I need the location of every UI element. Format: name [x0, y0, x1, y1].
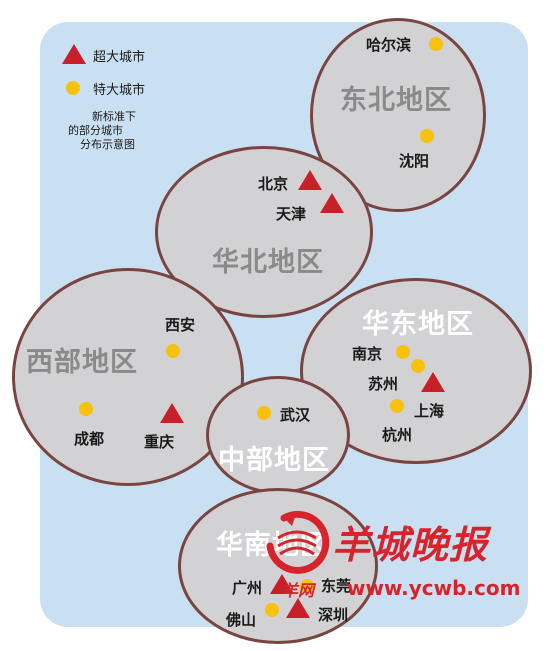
city-beijing-marker: [298, 170, 322, 190]
region-northeast-label: 东北地区: [340, 85, 452, 116]
region-east-label: 华东地区: [362, 309, 474, 340]
city-chongqing-label: 重庆: [144, 433, 175, 451]
city-shenzhen-label: 深圳: [318, 606, 349, 624]
region-west-label: 西部地区: [26, 347, 138, 378]
city-hangzhou-label: 杭州: [382, 426, 413, 444]
city-shenzhen-marker: [286, 598, 310, 618]
city-tianjin-marker: [320, 193, 344, 213]
city-suzhou-label: 苏州: [368, 375, 399, 393]
megacity-legend-icon: [62, 44, 86, 64]
city-suzhou-marker: [411, 359, 425, 373]
region-central-label: 中部地区: [218, 445, 330, 476]
city-shenyang-label: 沈阳: [399, 152, 430, 170]
city-wuhan-label: 武汉: [280, 406, 311, 424]
region-west: [12, 268, 244, 486]
legend-note-line1: 新标准下: [92, 110, 136, 123]
city-chengdu-label: 成都: [74, 430, 105, 448]
megacity-legend-label: 超大城市: [93, 50, 146, 65]
large-city-legend-icon: [66, 81, 80, 95]
watermark-url: www.ycwb.com: [347, 576, 521, 600]
city-harbin-marker: [429, 37, 443, 51]
large-city-legend-label: 特大城市: [93, 83, 146, 98]
legend-note-line3: 分布示意图: [80, 138, 135, 151]
legend-note: 新标准下 的部分城市 分布示意图: [68, 110, 168, 152]
city-dongguan-marker: [300, 579, 314, 593]
city-shanghai-marker: [421, 372, 445, 392]
city-wuhan-marker: [257, 406, 271, 420]
watermark-brand: 羊城晚报: [332, 522, 489, 567]
watermark-small-mark: 羊网: [282, 581, 315, 600]
city-xian-marker: [166, 344, 180, 358]
city-dongguan-label: 东莞: [321, 577, 352, 595]
yangcheng-logo-icon: [266, 510, 330, 574]
city-foshan-marker: [265, 603, 279, 617]
city-beijing-label: 北京: [258, 175, 289, 193]
city-guangzhou-label: 广州: [232, 579, 263, 597]
city-guangzhou-marker: [270, 574, 294, 594]
city-chongqing-marker: [160, 403, 184, 423]
city-harbin-label: 哈尔滨: [366, 36, 412, 54]
legend-note-line2: 的部分城市: [68, 124, 123, 137]
city-shenyang-marker: [420, 129, 434, 143]
city-hangzhou-marker: [390, 399, 404, 413]
city-nanjing-label: 南京: [352, 345, 383, 363]
city-chengdu-marker: [79, 402, 93, 416]
city-shanghai-label: 上海: [414, 402, 445, 420]
region-north-label: 华北地区: [212, 247, 324, 278]
city-xian-label: 西安: [165, 316, 196, 334]
city-nanjing-marker: [396, 345, 410, 359]
city-foshan-label: 佛山: [226, 611, 257, 629]
city-tianjin-label: 天津: [276, 205, 307, 223]
